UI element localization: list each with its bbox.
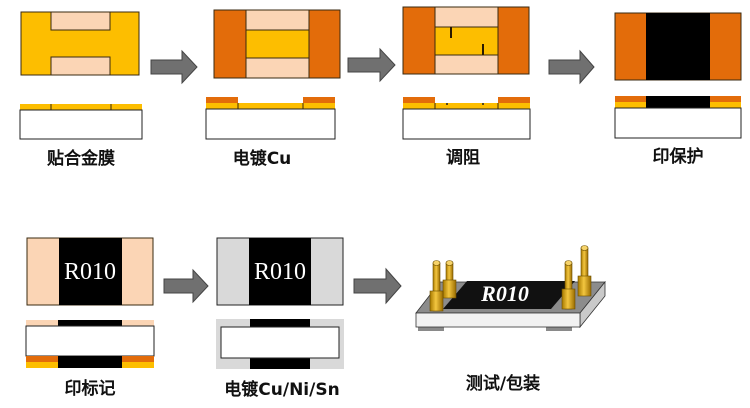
- step-7-marking-text: R010: [480, 281, 529, 306]
- step-4-side-view: [614, 96, 742, 139]
- step-1-side-view: [19, 104, 143, 140]
- test-probe-pin: [442, 260, 457, 299]
- step-5-top-view: R010: [26, 237, 154, 306]
- step-5-marking-text: R010: [64, 259, 116, 285]
- test-probe-pin: [561, 260, 576, 310]
- step-5-label: 印标记: [65, 378, 116, 399]
- step-3-label: 调阻: [446, 148, 480, 168]
- step-5-marking: R010 印标记: [25, 237, 155, 399]
- step-7-label: 测试/包装: [466, 373, 540, 394]
- step-7-3d-resistor: R010: [415, 280, 606, 331]
- step-2-copper-plating: 电镀Cu: [205, 9, 341, 169]
- step-3-resistance-trimming: 调阻: [402, 6, 531, 168]
- arrow-icon: [347, 47, 396, 83]
- step-1-label: 贴合金膜: [47, 148, 115, 169]
- step-4-top-view: [614, 12, 742, 81]
- step-4-protective-coating: 印保护: [614, 12, 742, 167]
- arrow-icon: [163, 268, 209, 304]
- arrow-icon: [353, 267, 402, 305]
- step-6-side-view: [216, 319, 344, 369]
- step-7-test-packaging: R010 测试/包装: [415, 245, 606, 394]
- step-2-side-view: [205, 97, 336, 140]
- arrow-icon: [150, 49, 198, 85]
- step-4-label: 印保护: [653, 146, 704, 167]
- step-3-side-view: [402, 97, 531, 140]
- step-6-top-view: R010: [216, 237, 344, 306]
- test-probe-pin: [577, 245, 592, 297]
- step-1-top-view: [20, 11, 140, 76]
- step-6-label: 电镀Cu/Ni/Sn: [224, 379, 339, 400]
- step-2-top-view: [213, 9, 341, 79]
- arrow-icon: [548, 49, 595, 85]
- step-2-label: 电镀Cu: [233, 148, 292, 169]
- step-5-side-view: [25, 320, 155, 368]
- step-6-cu-ni-sn-plating: R010 电镀Cu/Ni/Sn: [216, 237, 344, 400]
- step-3-top-view: [402, 6, 530, 75]
- step-6-marking-text: R010: [254, 259, 306, 285]
- test-probe-pin: [429, 260, 444, 312]
- step-1-alloy-film: 贴合金膜: [19, 11, 143, 169]
